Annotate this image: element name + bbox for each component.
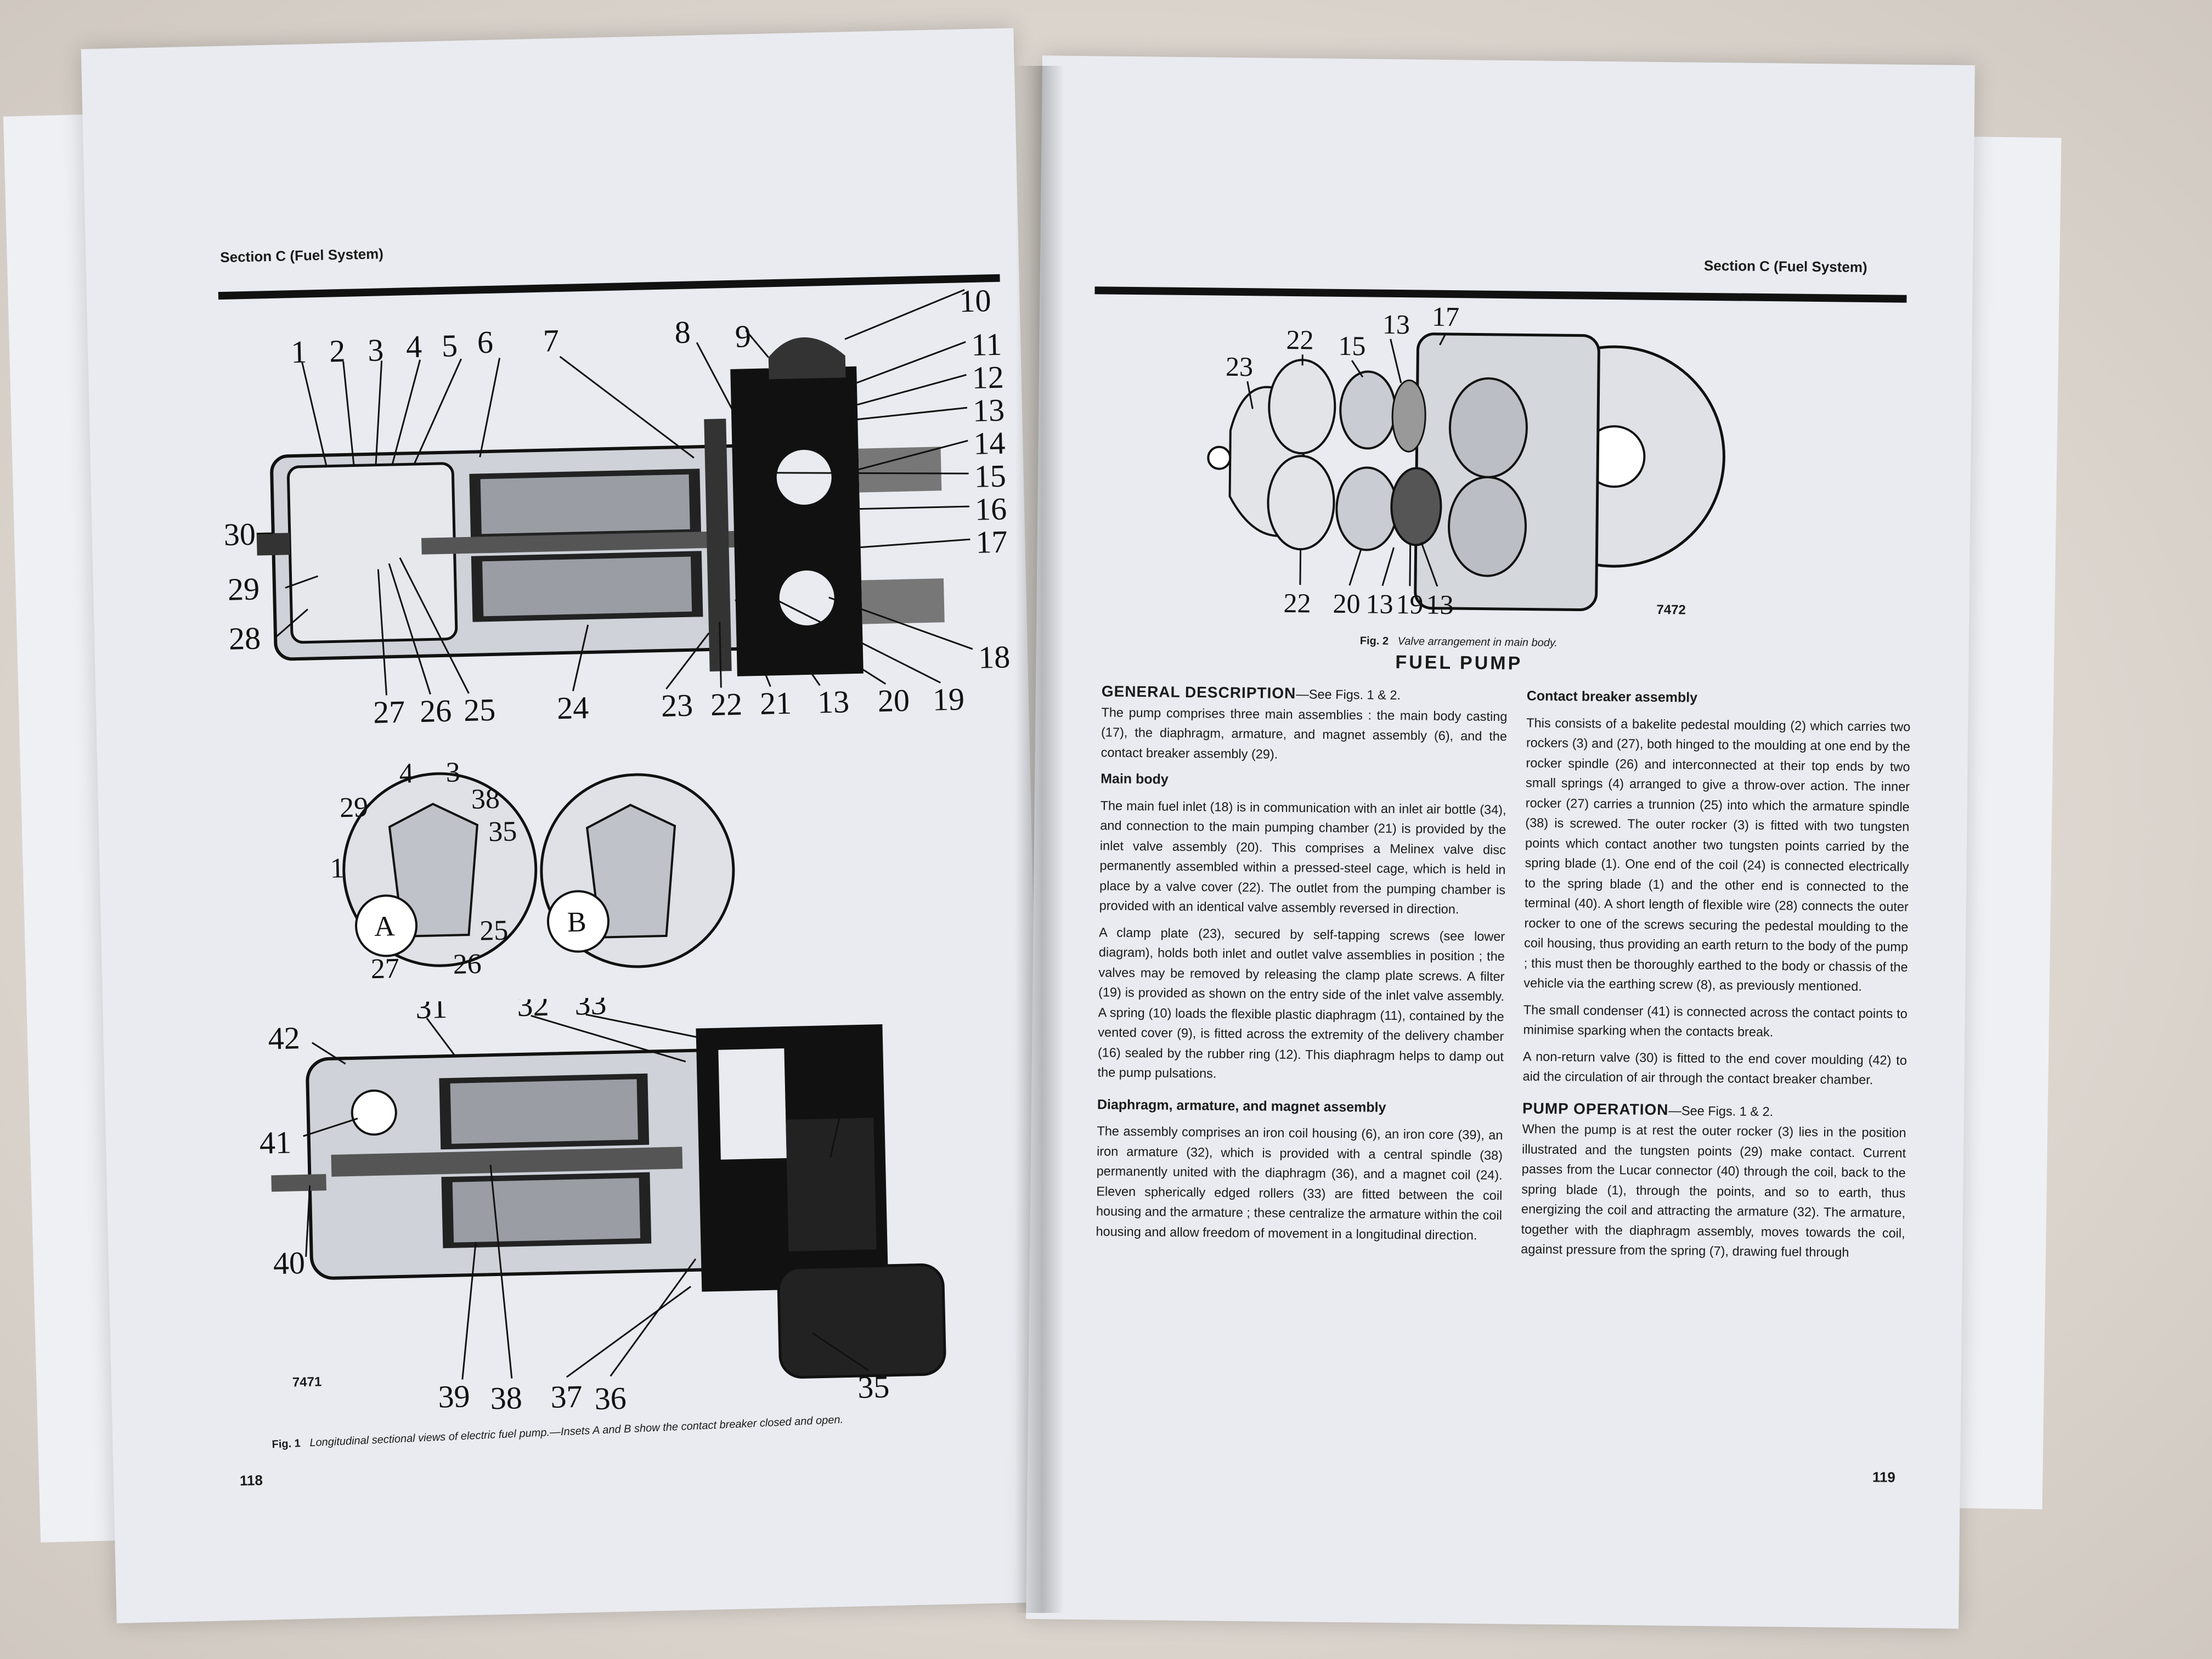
inset-label-b: B [567,906,586,938]
right-page-number: 119 [1872,1469,1896,1486]
callout-24: 24 [556,690,589,726]
inset-callout-3: 3 [445,757,460,788]
fig2-callout-13: 13 [1383,309,1410,340]
callout-13b: 13 [817,684,849,720]
callout-34: 34 [844,1034,877,1070]
main-body-text-1: The main fuel inlet (18) is in communica… [1099,798,1506,917]
fig2-diagram: 23 22 15 13 17 22 20 13 19 13 [1207,301,1725,620]
inset-callout-27: 27 [370,953,399,985]
main-body-text-2: A clamp plate (23), secured by self-tapp… [1097,924,1505,1081]
inset-callout-38: 38 [471,783,500,815]
callout-20: 20 [877,682,910,719]
callout-28: 28 [228,620,261,657]
left-section-header: Section C (Fuel System) [219,245,384,266]
main-body-heading: Main body [1101,771,1169,787]
callout-8: 8 [674,314,691,351]
callout-25: 25 [463,692,495,728]
general-description-text: The pump comprises three main assemblies… [1101,704,1508,761]
callout-36: 36 [594,1380,627,1417]
callout-11: 11 [971,326,1002,363]
callout-14: 14 [973,425,1006,461]
callout-9: 9 [735,318,751,354]
callout-16: 16 [974,491,1007,527]
callout-3: 3 [368,332,384,368]
callout-5: 5 [441,328,458,364]
callout-19: 19 [932,681,964,717]
fig2-caption-label: Fig. 2 [1359,635,1389,647]
callout-23: 23 [661,687,693,724]
callout-18: 18 [978,639,1010,675]
fig2-callout-23: 23 [1226,351,1254,382]
right-page: Section C (Fuel System) 23 22 15 13 17 [1026,55,1975,1629]
inset-label-a: A [374,911,395,943]
contact-breaker-text-1: This consists of a bakelite pedestal mou… [1523,715,1911,994]
fig2-callout-19: 19 [1396,589,1424,620]
callout-30: 30 [223,516,256,552]
fig1-top-diagram: 1 2 3 4 5 6 7 8 9 10 11 12 13 14 15 16 1… [223,286,1011,730]
diaphragm-heading: Diaphragm, armature, and magnet assembly [1097,1096,1386,1115]
callout-17: 17 [975,524,1008,560]
callout-10: 10 [959,286,991,319]
text-column-left: GENERAL DESCRIPTION—See Figs. 1 & 2. The… [1096,681,1508,1252]
fig2-callout-15: 15 [1338,330,1366,362]
inset-callout-25: 25 [479,915,509,946]
pump-operation-ref: —See Figs. 1 & 2. [1668,1103,1774,1119]
inset-callout-29: 29 [340,792,369,823]
page-title: FUEL PUMP [1395,651,1523,674]
pump-operation-text: When the pump is at rest the outer rocke… [1521,1121,1906,1260]
inset-callout-26: 26 [453,949,482,980]
fig1-bottom-diagram: 31 32 33 42 34 41 40 39 38 37 36 35 [259,988,946,1417]
left-page-number: 118 [239,1471,263,1489]
callout-21: 21 [759,685,792,721]
general-description-heading: GENERAL DESCRIPTION [1101,682,1296,702]
contact-breaker-text-2: The small condenser (41) is connected ac… [1523,1002,1908,1040]
inset-callout-35: 35 [488,816,517,848]
fig1-insets-diagram: 4 3 29 38 35 1 25 26 27 A B [330,757,735,985]
callout-37: 37 [550,1379,583,1415]
callout-35: 35 [857,1369,890,1405]
callout-6: 6 [477,324,493,360]
general-description-ref: —See Figs. 1 & 2. [1296,687,1401,703]
fig2-callout-13c: 13 [1426,589,1454,620]
fig1-drawing-number: 7471 [292,1374,322,1390]
callout-41: 41 [259,1124,291,1160]
fig2-callout-17: 17 [1432,301,1460,332]
callout-39: 39 [438,1378,470,1414]
book-gutter [1015,66,1064,1613]
fig2-caption-text: Valve arrangement in main body. [1397,635,1558,650]
diaphragm-text: The assembly comprises an iron coil hous… [1096,1124,1503,1243]
fig1-caption-label: Fig. 1 [272,1437,301,1451]
fig2-drawing-number: 7472 [1656,602,1686,618]
callout-7: 7 [543,323,559,359]
callout-26: 26 [419,693,452,729]
callout-2: 2 [329,333,346,369]
contact-breaker-heading: Contact breaker assembly [1526,688,1698,706]
pump-operation-heading: PUMP OPERATION [1522,1099,1669,1118]
callout-40: 40 [273,1245,305,1281]
fig2-callout-22b: 22 [1283,588,1311,619]
inset-callout-1: 1 [330,853,345,884]
callout-42: 42 [268,1020,300,1056]
callout-4: 4 [405,329,422,365]
fig2-callout-20: 20 [1333,588,1361,619]
callout-13: 13 [972,392,1005,428]
callout-33: 33 [574,988,607,1022]
callout-1: 1 [291,334,307,370]
right-section-header: Section C (Fuel System) [1703,257,1867,275]
fig2-callout-13b: 13 [1365,588,1393,619]
left-page: Section C (Fuel System) [81,28,1049,1623]
callout-15: 15 [974,458,1006,494]
text-column-right: Contact breaker assembly This consists o… [1521,686,1911,1269]
fig2-caption: Fig. 2 Valve arrangement in main body. [1360,635,1558,650]
callout-29: 29 [227,571,259,607]
fig2-callout-22: 22 [1286,324,1314,356]
callout-38: 38 [490,1380,522,1416]
callout-12: 12 [972,359,1004,396]
callout-22: 22 [710,686,742,723]
callout-27: 27 [373,694,405,730]
contact-breaker-text-3: A non-return valve (30) is fitted to the… [1522,1048,1908,1087]
inset-callout-4: 4 [399,758,414,789]
